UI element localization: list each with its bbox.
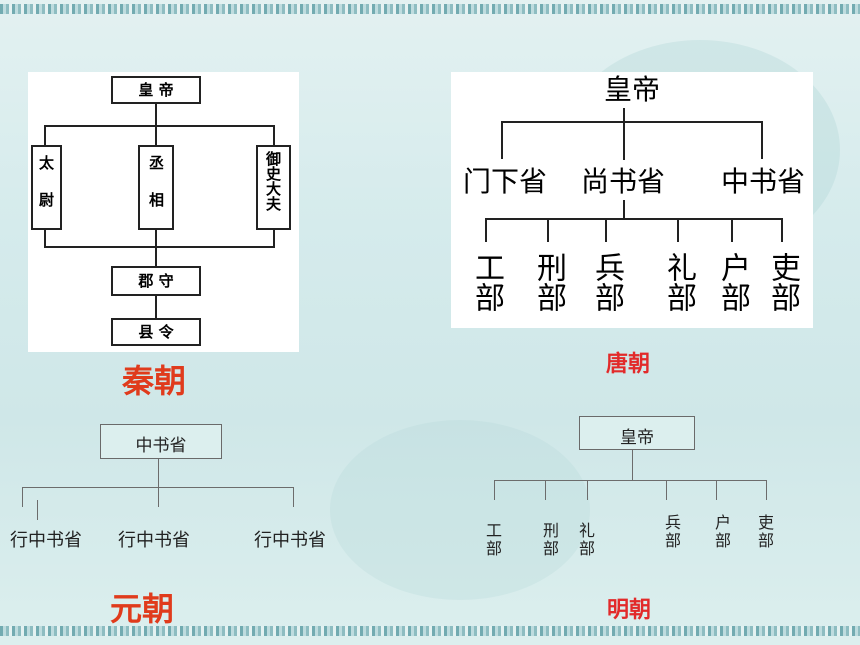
connector bbox=[716, 480, 717, 500]
connector bbox=[545, 480, 546, 500]
ming-ministry-label: 礼部 bbox=[578, 521, 595, 558]
tang-ministry-label: 刑部 bbox=[531, 252, 566, 312]
qin-emperor-label: 皇 帝 bbox=[138, 81, 174, 99]
connector bbox=[293, 487, 294, 507]
connector bbox=[666, 480, 667, 500]
qin-minister-box: 丞相 bbox=[138, 145, 174, 230]
connector bbox=[501, 121, 503, 159]
connector bbox=[623, 108, 625, 160]
connector bbox=[485, 218, 783, 220]
connector bbox=[155, 296, 157, 318]
ming-ministry-label: 刑部 bbox=[542, 521, 559, 558]
tang-department-label: 门下省 bbox=[462, 165, 547, 198]
connector bbox=[155, 104, 157, 126]
tang-department-label: 中书省 bbox=[720, 165, 805, 198]
tang-diagram: 皇帝 门下省 尚书省 中书省 工部 刑部 兵部 礼部 户部 吏部 bbox=[451, 72, 813, 328]
connector bbox=[501, 121, 763, 123]
ming-caption: 明朝 bbox=[607, 597, 652, 623]
connector bbox=[587, 480, 588, 500]
yuan-province-label: 行中书省 bbox=[254, 530, 326, 551]
connector bbox=[273, 125, 275, 146]
qin-minister-box: 太尉 bbox=[31, 145, 62, 230]
connector bbox=[623, 200, 625, 218]
connector bbox=[158, 459, 159, 507]
ming-ministry-label: 工部 bbox=[485, 521, 502, 558]
connector bbox=[44, 125, 275, 127]
connector bbox=[547, 218, 549, 242]
qin-minister-box: 御史大夫 bbox=[256, 145, 291, 230]
connector bbox=[22, 487, 23, 507]
ming-emperor-box: 皇帝 bbox=[579, 416, 695, 450]
connector bbox=[22, 487, 294, 488]
connector bbox=[494, 480, 767, 481]
tang-ministry-label: 礼部 bbox=[661, 252, 696, 312]
connector bbox=[494, 480, 495, 500]
connector bbox=[781, 218, 783, 242]
tang-ministry-label: 吏部 bbox=[765, 252, 800, 312]
decorative-border-top bbox=[0, 4, 860, 14]
yuan-province-label: 行中书省 bbox=[10, 530, 82, 551]
connector bbox=[632, 450, 633, 480]
decorative-border-bottom bbox=[0, 626, 860, 636]
yuan-province-label: 行中书省 bbox=[118, 530, 190, 551]
qin-minister-label: 御史大夫 bbox=[264, 151, 282, 211]
ming-emperor-label: 皇帝 bbox=[620, 428, 654, 448]
qin-minister-label: 丞相 bbox=[147, 155, 165, 229]
tang-ministry-label: 工部 bbox=[469, 252, 504, 312]
tang-caption: 唐朝 bbox=[606, 351, 651, 377]
background-wash bbox=[330, 420, 590, 600]
connector bbox=[677, 218, 679, 242]
qin-diagram: 皇 帝 太尉 丞相 御史大夫 郡 守 县 令 bbox=[28, 72, 299, 352]
connector bbox=[761, 121, 763, 159]
yuan-caption: 元朝 bbox=[110, 590, 175, 628]
connector bbox=[155, 125, 157, 146]
qin-prefect-box: 郡 守 bbox=[111, 266, 201, 296]
qin-caption: 秦朝 bbox=[122, 362, 187, 400]
connector bbox=[44, 125, 46, 146]
connector bbox=[605, 218, 607, 242]
connector bbox=[44, 230, 46, 247]
tang-emperor-label: 皇帝 bbox=[603, 73, 660, 106]
qin-magistrate-label: 县 令 bbox=[138, 323, 174, 341]
tang-ministry-label: 户部 bbox=[715, 252, 750, 312]
yuan-center-label: 中书省 bbox=[135, 436, 187, 456]
connector bbox=[44, 246, 275, 248]
ming-ministry-label: 户部 bbox=[714, 513, 731, 550]
tang-ministry-label: 兵部 bbox=[589, 252, 624, 312]
qin-emperor-box: 皇 帝 bbox=[111, 76, 201, 104]
yuan-center-box: 中书省 bbox=[100, 424, 222, 459]
qin-magistrate-box: 县 令 bbox=[111, 318, 201, 346]
connector bbox=[37, 500, 38, 520]
ming-ministry-label: 兵部 bbox=[664, 513, 681, 550]
tang-department-label: 尚书省 bbox=[580, 165, 665, 198]
connector bbox=[155, 246, 157, 266]
qin-minister-label: 太尉 bbox=[37, 155, 55, 229]
connector bbox=[155, 230, 157, 247]
qin-prefect-label: 郡 守 bbox=[138, 272, 174, 290]
connector bbox=[731, 218, 733, 242]
connector bbox=[485, 218, 487, 242]
ming-ministry-label: 吏部 bbox=[757, 513, 774, 550]
connector bbox=[766, 480, 767, 500]
connector bbox=[273, 230, 275, 247]
